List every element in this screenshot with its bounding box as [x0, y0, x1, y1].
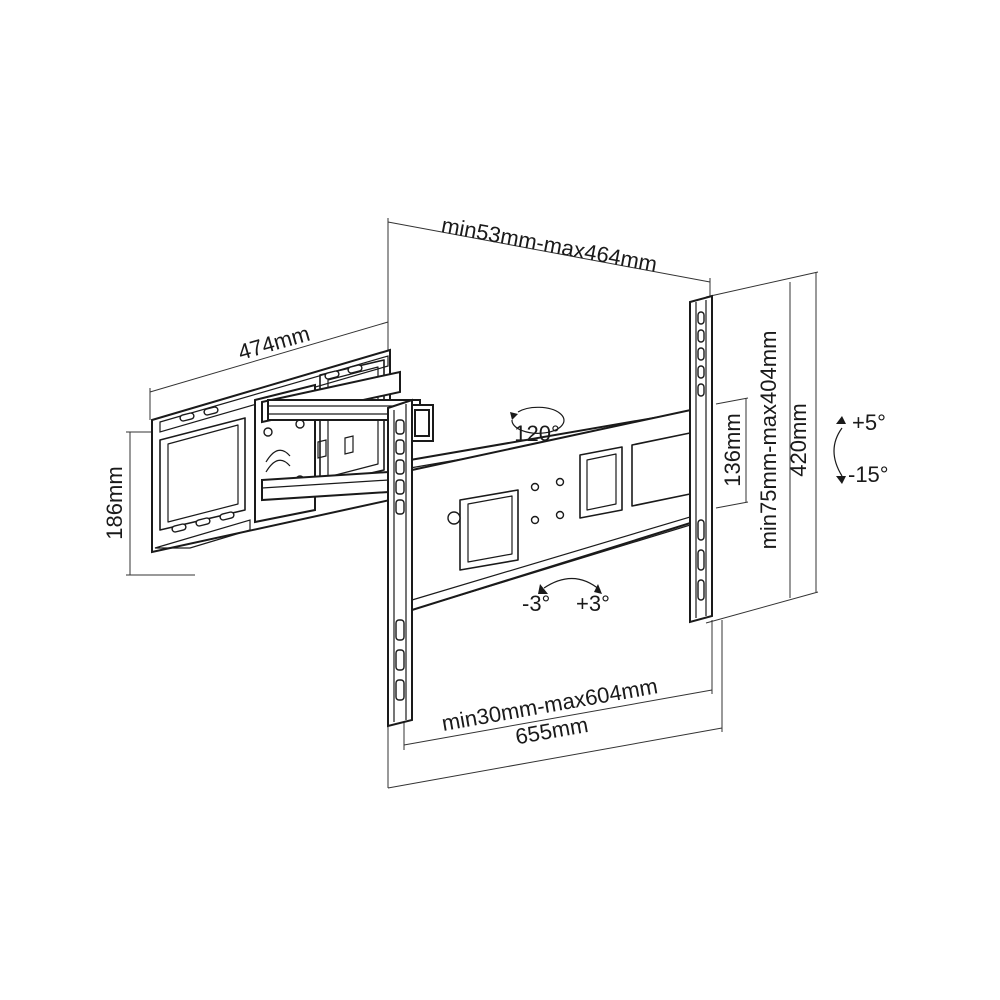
- arm-extension-label: min53mm-max464mm: [440, 212, 660, 276]
- bracket-height-label: 420mm: [786, 403, 811, 476]
- vesa-horizontal-dim-line: [403, 689, 713, 746]
- plate-height-label: 186mm: [102, 466, 127, 539]
- swivel-label: 120°: [514, 421, 560, 446]
- vesa-vertical-label: min75mm-max404mm: [756, 331, 781, 550]
- level-indicator: [538, 577, 602, 594]
- arm-extension-dim-line: [387, 221, 711, 283]
- level-plus-label: +3°: [576, 591, 610, 616]
- plate-width-dim-line: [149, 321, 389, 393]
- overall-width-dim-line: [387, 727, 723, 789]
- plate-width-label: 474mm: [235, 321, 312, 365]
- tilt-up-label: +5°: [852, 410, 886, 435]
- wall-plate: [151, 348, 391, 554]
- tv-plate: [411, 406, 701, 612]
- dimension-lines: [126, 218, 819, 789]
- tilt-indicator: [833, 416, 846, 484]
- swivel-indicator: [510, 406, 565, 434]
- left-vertical-rail: [387, 398, 413, 728]
- tilt-down-label: -15°: [848, 462, 889, 487]
- right-vertical-rail: [689, 294, 713, 624]
- inner-height-label: 136mm: [720, 413, 745, 486]
- level-minus-label: -3°: [522, 591, 550, 616]
